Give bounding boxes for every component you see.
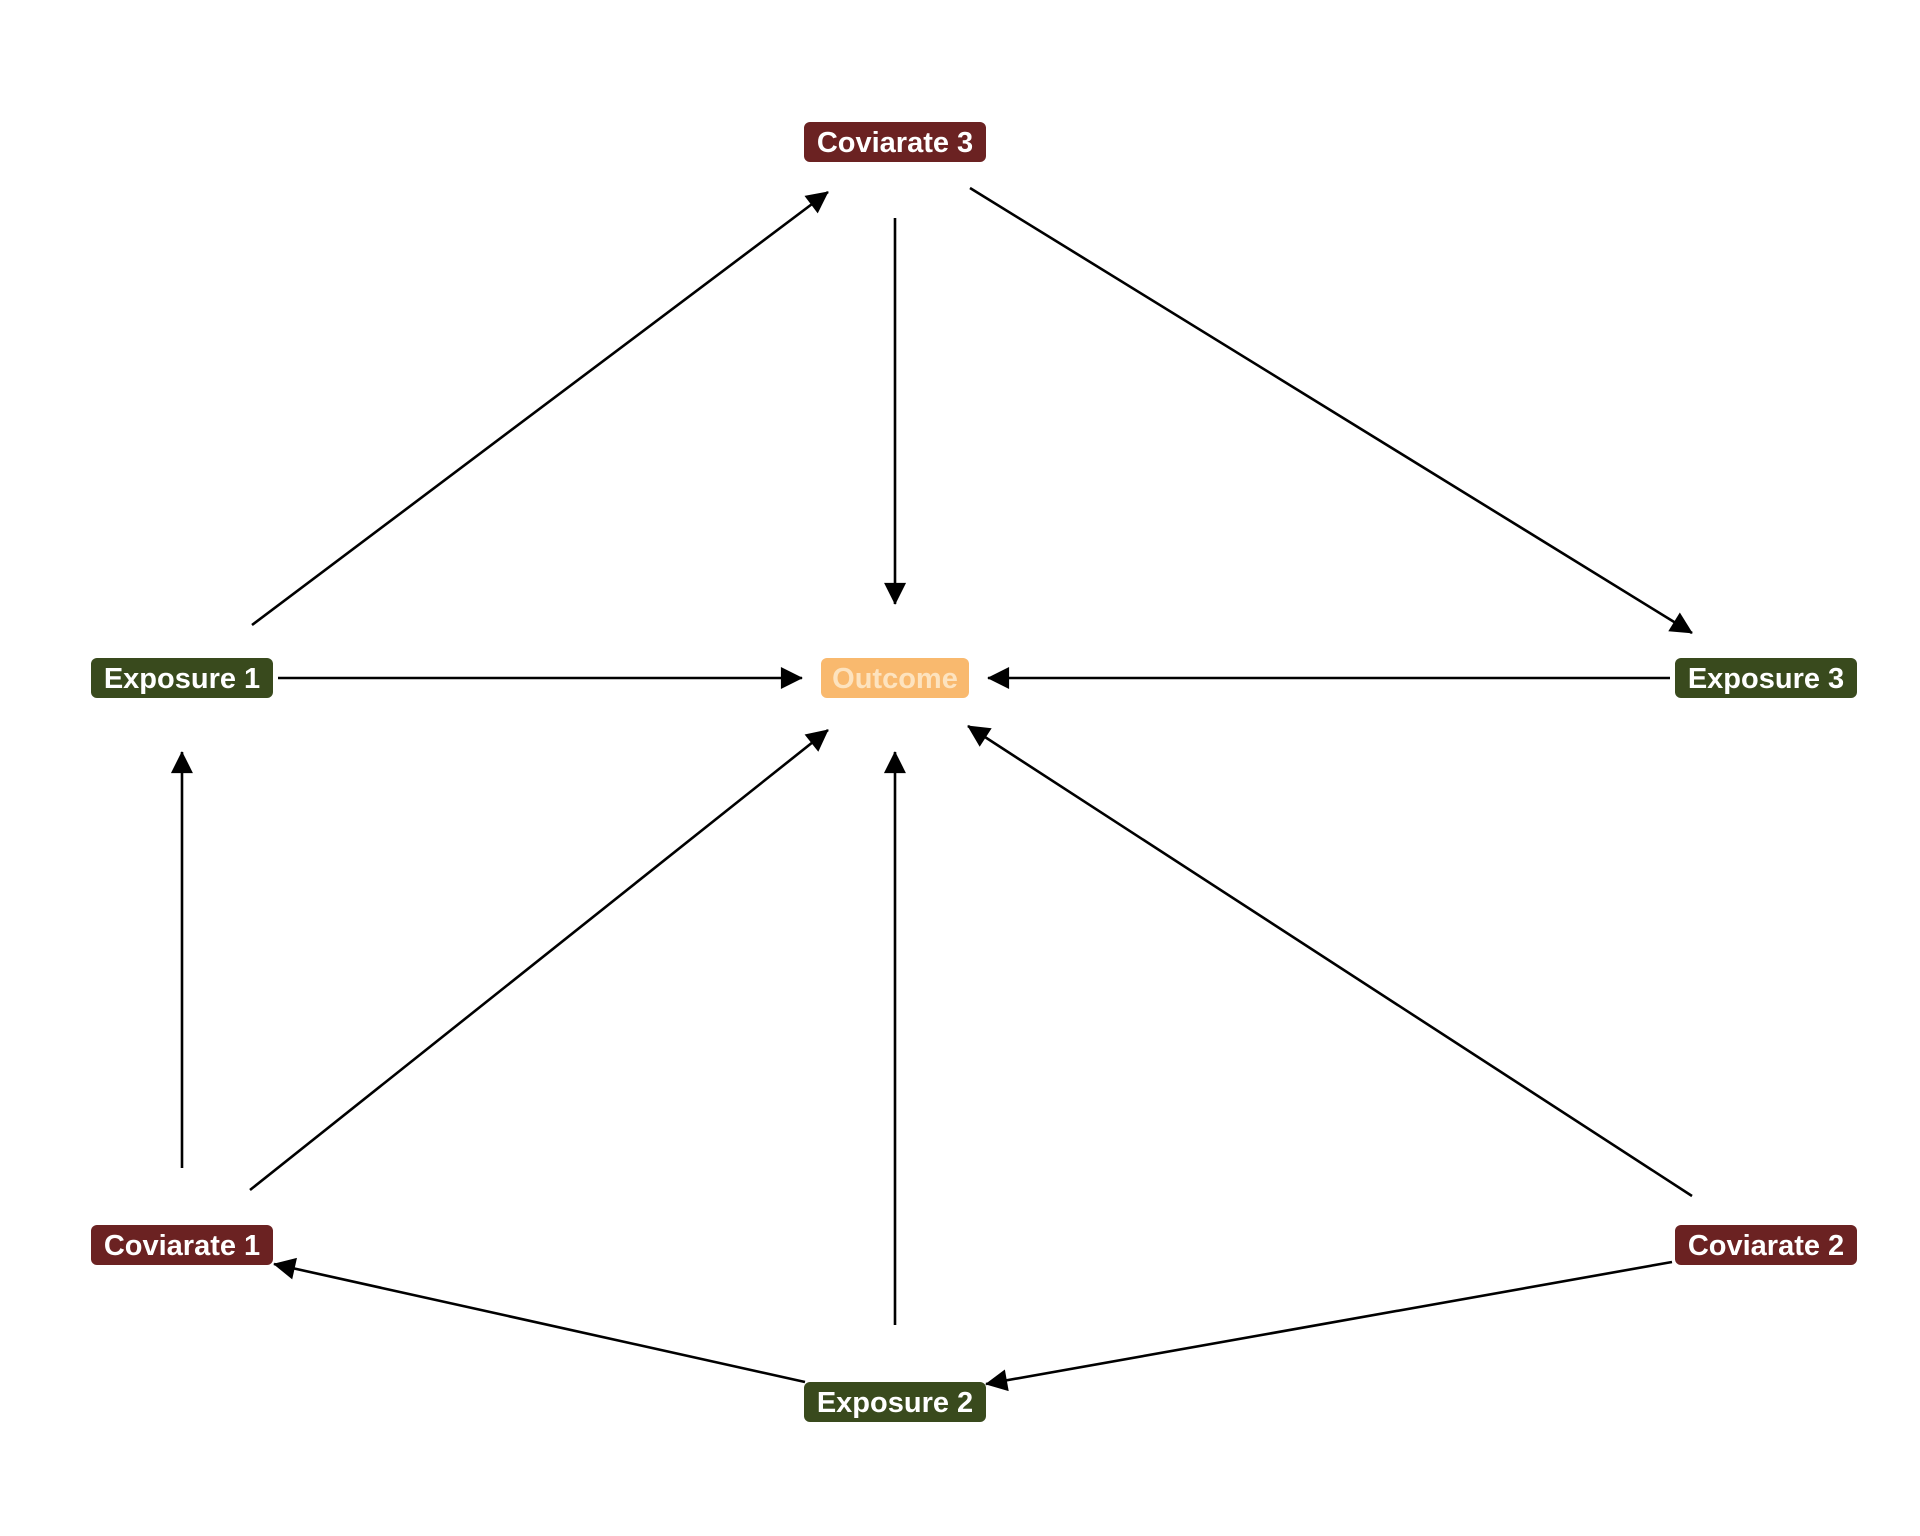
node-box-outcome [821,658,969,698]
node-label-exposure2: Exposure 2 [817,1387,973,1419]
node-coviarate3: Coviarate 3 [804,122,986,162]
node-label-exposure1: Exposure 1 [104,663,260,695]
node-box-exposure1 [91,658,273,698]
edge-coviarate3-to-exposure3 [969,186,1693,635]
node-box-coviarate2 [1675,1225,1857,1265]
node-label-coviarate1: Coviarate 1 [104,1230,260,1262]
node-box-coviarate3 [804,122,986,162]
node-exposure2: Exposure 2 [804,1382,986,1422]
edges-layer [170,186,1693,1392]
node-coviarate2: Coviarate 2 [1675,1225,1857,1265]
edge-coviarate2-to-exposure2 [985,1260,1673,1392]
edge-coviarate2-to-outcome [967,724,1693,1198]
edge-exposure2-to-coviarate1 [273,1257,806,1384]
node-coviarate1: Coviarate 1 [91,1225,273,1265]
node-exposure3: Exposure 3 [1675,658,1857,698]
node-label-coviarate2: Coviarate 2 [1688,1230,1844,1262]
edge-exposure1-to-coviarate3 [251,190,829,627]
node-label-outcome: Outcome [832,663,958,695]
node-box-exposure3 [1675,658,1857,698]
node-label-exposure3: Exposure 3 [1688,663,1844,695]
nodes-layer: Coviarate 3 Exposure 1 Outcome Exposure 3 Co… [91,122,1857,1422]
node-outcome: Outcome [821,658,969,698]
node-box-coviarate1 [91,1225,273,1265]
node-label-coviarate3: Coviarate 3 [817,127,973,159]
edge-coviarate1-to-outcome [249,728,829,1192]
node-exposure1: Exposure 1 [91,658,273,698]
node-box-exposure2 [804,1382,986,1422]
